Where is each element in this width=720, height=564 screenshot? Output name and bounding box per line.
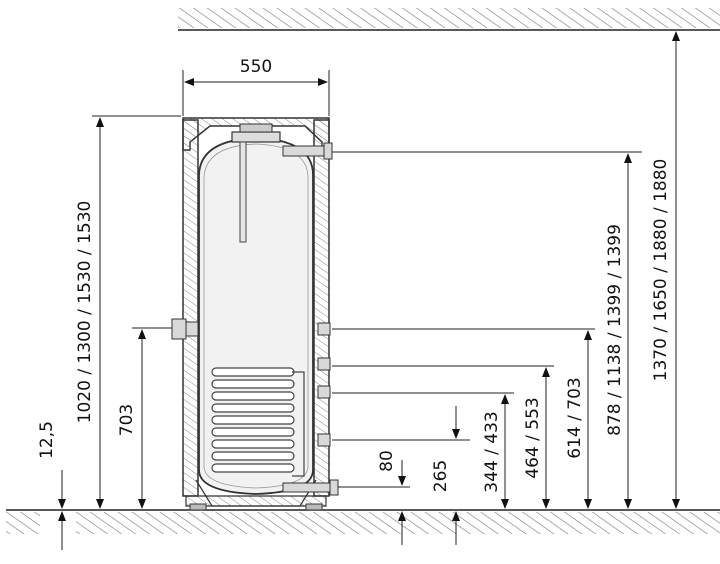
total-height-label: 1370 / 1650 / 1880 / 1880: [651, 159, 671, 382]
connection-3-label: 464 / 553: [523, 397, 543, 478]
connection-1-label: 878 / 1138 / 1399 / 1399: [605, 224, 625, 436]
connection-5-label: 265: [431, 460, 451, 492]
heating-coil: [211, 367, 305, 477]
connection-2-label: 614 / 703: [565, 377, 585, 458]
connection-stubs: [171, 142, 339, 496]
foot-height-label: 12,5: [37, 421, 57, 459]
extension-lines: [92, 70, 642, 488]
connection-6-label: 80: [377, 450, 397, 472]
width-label: 550: [240, 57, 272, 77]
connection-4-label: 344 / 433: [482, 411, 502, 492]
ceiling: [178, 8, 720, 31]
water-tank: [171, 117, 339, 511]
floor: [6, 509, 720, 535]
dimension-lines: [58, 31, 680, 550]
tank-height-label: 1020 / 1300 / 1530 / 1530: [75, 201, 95, 424]
side-connection-label: 703: [117, 404, 137, 436]
